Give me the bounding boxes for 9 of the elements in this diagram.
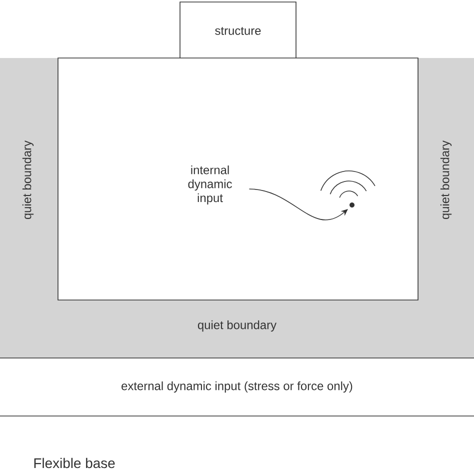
source-label: internal dynamic input [188, 165, 232, 205]
boundary-label: quiet boundary [22, 140, 34, 220]
boundary-label: quiet boundary [440, 140, 452, 220]
boundary-label: quiet boundary [198, 320, 276, 332]
structure-box: structure [180, 2, 296, 60]
caption-text: Flexible base [34, 458, 115, 468]
model-domain-box [58, 58, 418, 300]
input-band: external dynamic input (stress or force only) [0, 358, 474, 416]
curved-arrow [248, 188, 348, 220]
